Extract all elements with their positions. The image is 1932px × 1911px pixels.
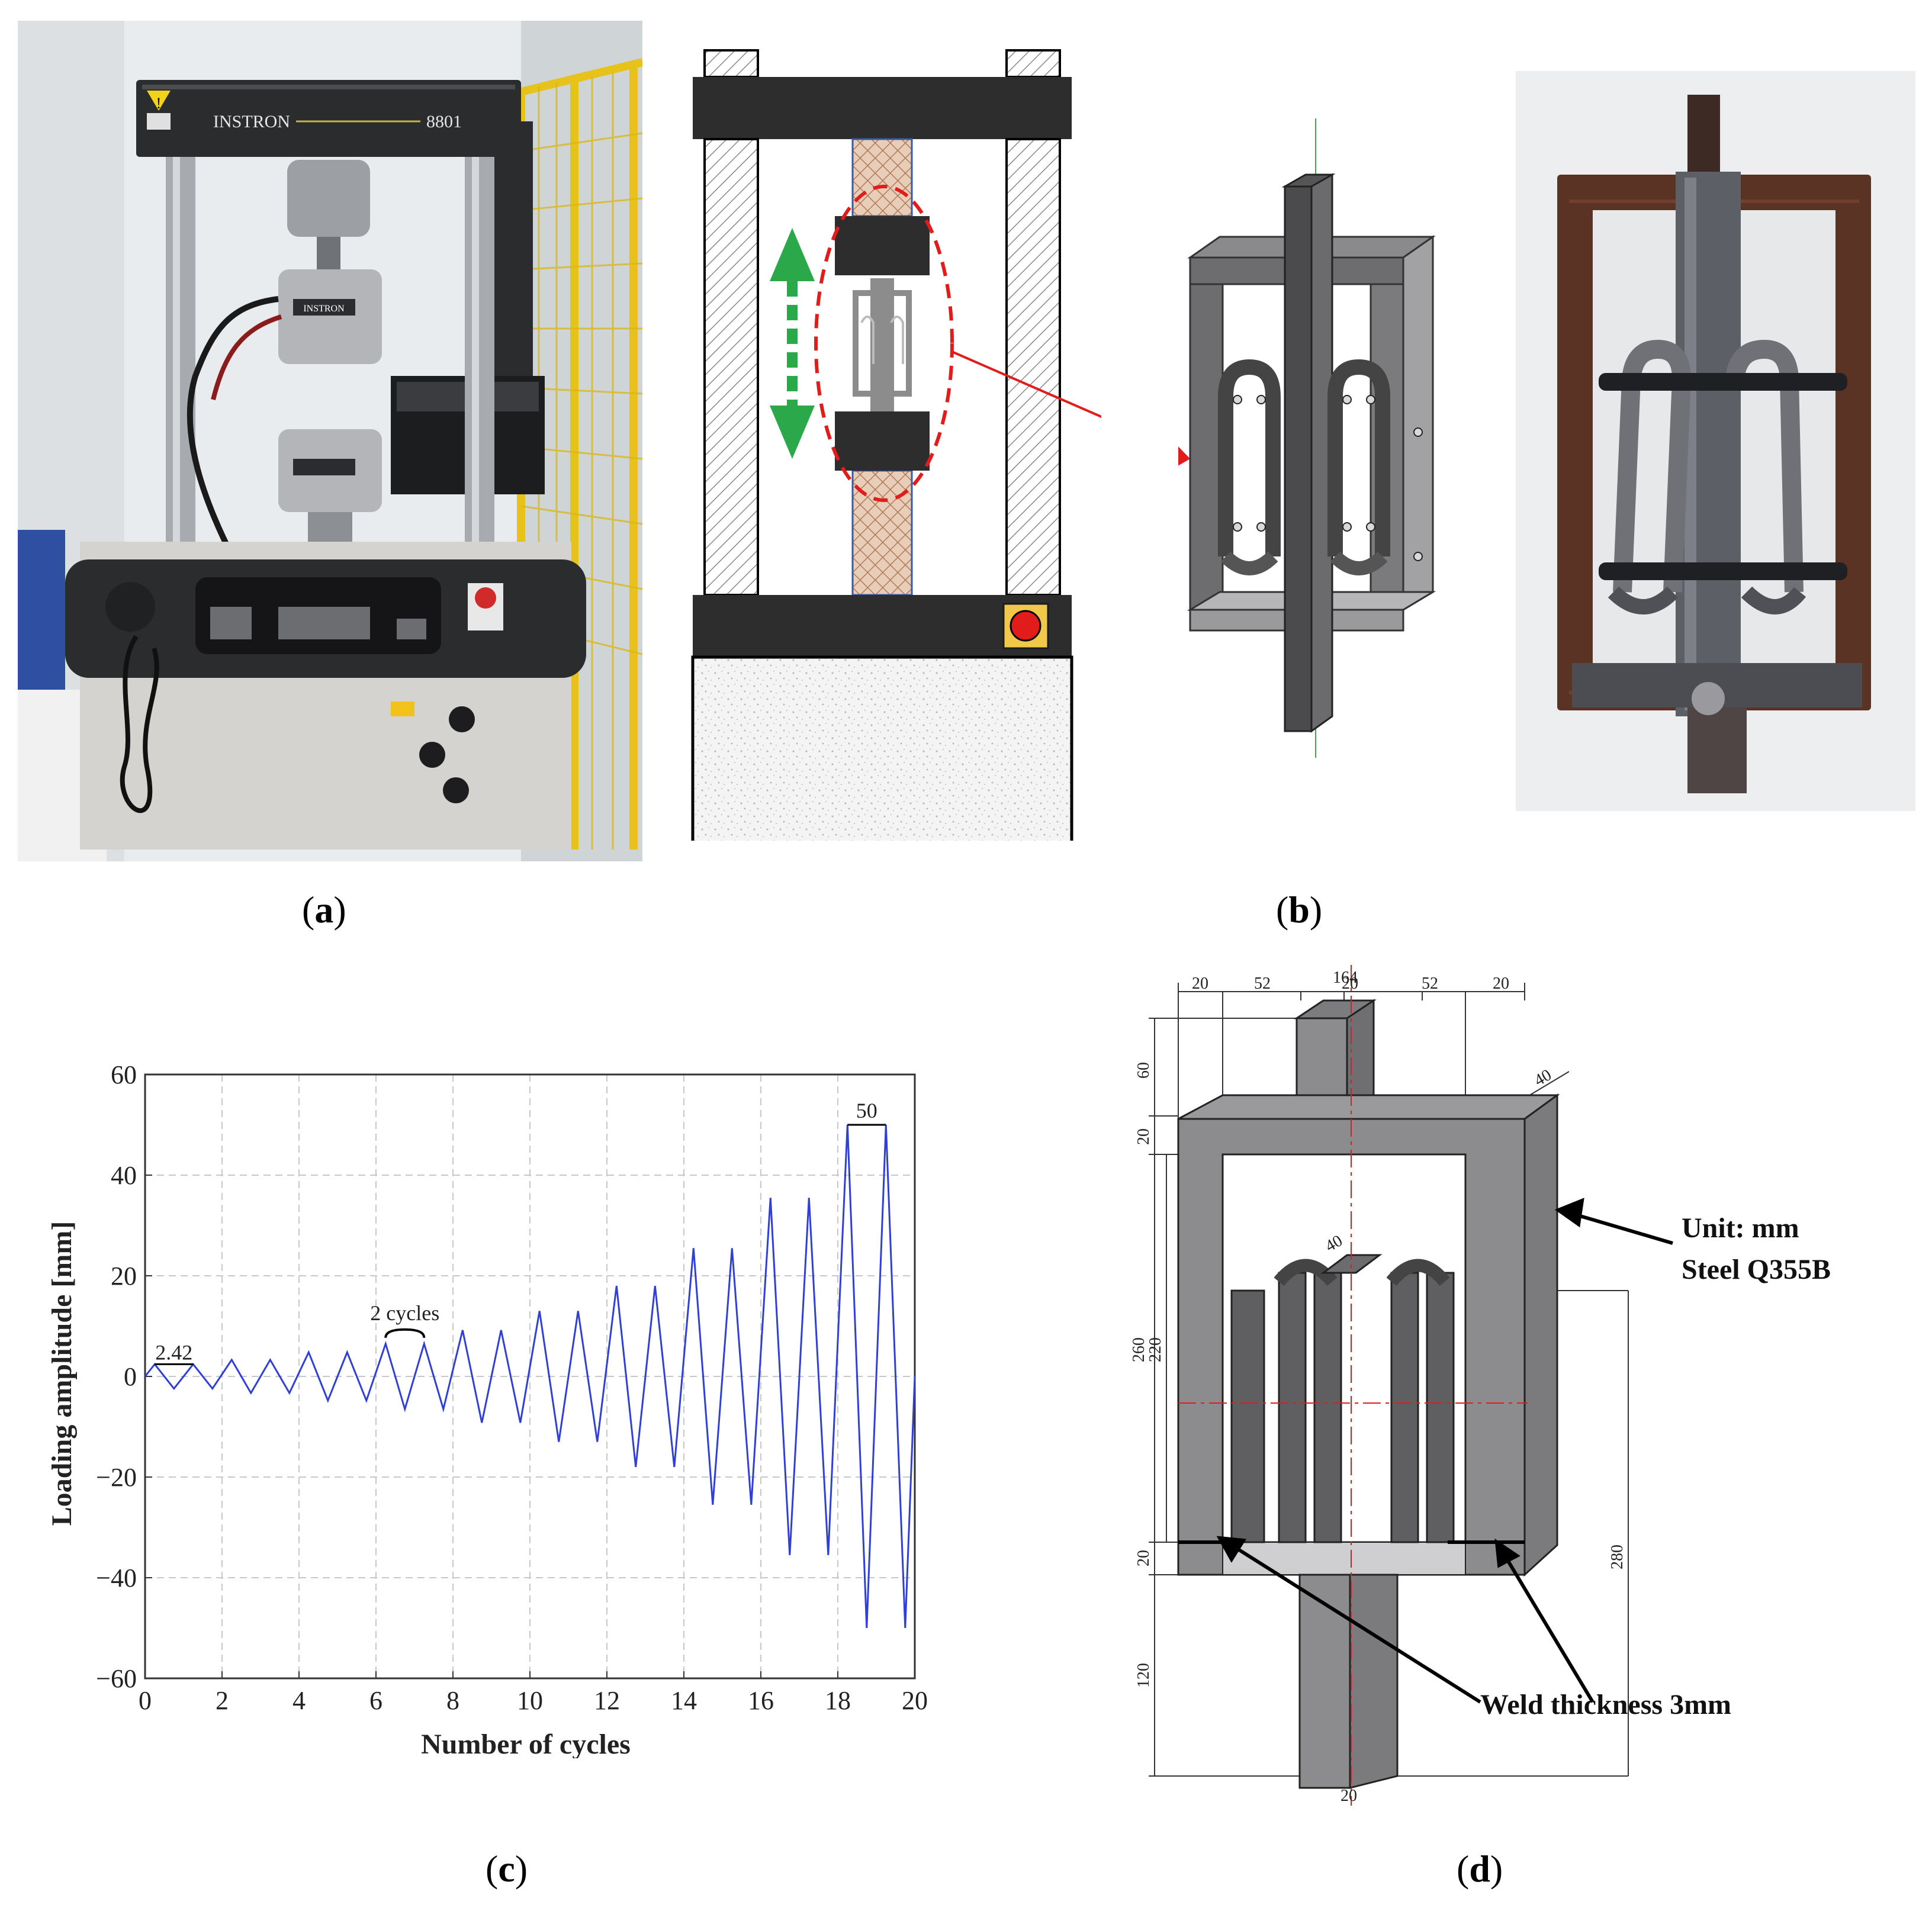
loading-protocol-chart: 0 2 4 6 8 10 12 14 16 18 20 −60 −40 −20 0 20 40 60 2.42 2 … (46, 1060, 928, 1758)
dim-164: 164 (1333, 969, 1358, 987)
series-line (144, 1124, 916, 1629)
dim-20-b: 20 (1134, 1550, 1153, 1566)
y-tick-label: 20 (111, 1262, 137, 1291)
y-tick-label: −60 (96, 1664, 137, 1693)
svg-text:!: ! (156, 95, 162, 112)
dim-260: 260 (1130, 1337, 1148, 1362)
photo-steel-specimen (1516, 71, 1915, 811)
dim-40-top: 40 (1531, 1066, 1555, 1090)
y-axis-label: Loading amplitude [mm] (46, 1221, 78, 1526)
dim-52-right: 52 (1422, 974, 1438, 993)
dim-20-right: 20 (1493, 974, 1509, 993)
annotation-first: 2.42 (155, 1340, 192, 1364)
model-label: 8801 (426, 112, 462, 131)
schematic-test-setup (691, 49, 1101, 841)
x-tick-label: 12 (594, 1686, 620, 1715)
dim-120: 120 (1134, 1663, 1153, 1688)
y-tick-label: 0 (124, 1362, 137, 1391)
engineering-drawing: 164 20 52 20 52 20 40 40 60 20 260 220 2… (1130, 965, 1831, 1806)
annotation-brace (384, 1328, 426, 1339)
x-tick-label: 6 (369, 1686, 382, 1715)
x-tick-label: 16 (748, 1686, 774, 1715)
dim-220: 220 (1146, 1337, 1165, 1362)
x-tick-label: 20 (902, 1686, 928, 1715)
weld-label: Weld thickness 3mm (1480, 1689, 1731, 1720)
caption-a: (a) (302, 889, 346, 931)
photo-testing-machine: ! INSTRON 8801 INSTRON (18, 21, 642, 861)
annotation-last: 50 (856, 1099, 877, 1122)
dim-40-inner: 40 (1322, 1231, 1346, 1256)
x-tick-label: 18 (825, 1686, 851, 1715)
caption-d: (d) (1457, 1848, 1503, 1890)
x-tick-label: 14 (671, 1686, 697, 1715)
dim-20-bottom: 20 (1340, 1787, 1357, 1805)
steel-label: Steel Q355B (1682, 1254, 1831, 1285)
dim-20-mid: 20 (1342, 974, 1358, 993)
y-tick-label: 60 (111, 1060, 137, 1089)
caption-c: (c) (486, 1848, 528, 1890)
unit-label: Unit: mm (1682, 1212, 1799, 1244)
x-tick-label: 10 (517, 1686, 543, 1715)
dim-52-left: 52 (1254, 974, 1271, 993)
model-3d-specimen (1178, 118, 1436, 758)
x-tick-label: 4 (292, 1686, 306, 1715)
x-axis-label: Number of cycles (421, 1729, 631, 1758)
x-tick-label: 2 (216, 1686, 229, 1715)
annotation-mid: 2 cycles (370, 1301, 439, 1325)
dim-280: 280 (1608, 1545, 1626, 1569)
badge-label: INSTRON (303, 304, 345, 314)
dim-20-a: 20 (1134, 1128, 1153, 1145)
x-tick-label: 8 (446, 1686, 459, 1715)
dim-60: 60 (1134, 1062, 1153, 1079)
x-tick-label: 0 (139, 1686, 152, 1715)
brand-label: INSTRON (213, 112, 290, 131)
y-tick-label: −40 (96, 1563, 137, 1592)
caption-b: (b) (1276, 889, 1323, 931)
y-tick-label: −20 (96, 1463, 137, 1492)
y-tick-label: 40 (111, 1161, 137, 1190)
dim-20-left: 20 (1192, 974, 1208, 993)
